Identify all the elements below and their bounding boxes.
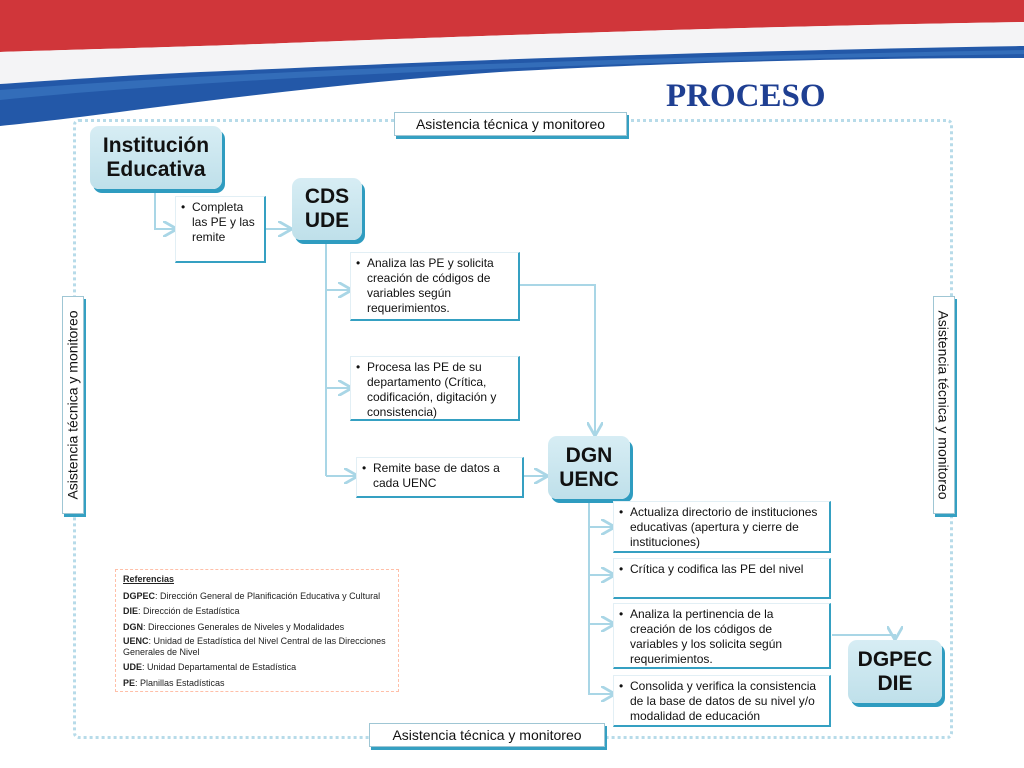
step-actualiza: • Actualiza directorio de instituciones …: [613, 501, 831, 553]
step-line: requerimientos.: [630, 652, 713, 666]
reference-text: : Direcciones Generales de Niveles y Mod…: [143, 621, 345, 632]
step-line: las PE y las: [192, 215, 255, 229]
entity-label-line: CDS: [304, 185, 350, 208]
bullet: •: [356, 256, 361, 270]
reference-key: DGN: [123, 621, 143, 632]
reference-text: : Dirección de Estadística: [138, 606, 240, 616]
connector-ie-cds: [154, 190, 175, 229]
connector-analiza-dgn: [520, 284, 595, 434]
step-completa: • Completa las PE y las remite: [175, 196, 266, 263]
reference-key: DIE: [123, 606, 139, 616]
entity-dgpec-die: DGPEC DIE: [848, 640, 942, 703]
entity-cds-ude: CDS UDE: [292, 178, 362, 240]
bullet: •: [619, 679, 624, 693]
step-line: de la base de datos de su nivel y/o: [630, 694, 815, 708]
banner-blue-highlight: [0, 50, 1024, 100]
references-box: Referencias DGPEC: Dirección General de …: [115, 569, 399, 692]
reference-item: UDE: Unidad Departamental de Estadística: [123, 661, 391, 674]
reference-key: UDE: [123, 662, 143, 672]
step-line: variables y los solicita según: [630, 637, 783, 651]
step-line: instituciones): [630, 535, 701, 549]
step-line: variables según: [367, 286, 452, 300]
step-line: codificación, digitación y: [367, 390, 497, 404]
reference-text: : Planillas Estadísticas: [135, 677, 225, 688]
references-title: Referencias: [123, 574, 175, 584]
connector-pertinencia-dgpec: [832, 635, 895, 638]
step-line: Remite base de datos a: [373, 461, 500, 475]
step-line: cada UENC: [373, 476, 437, 490]
frame-label-left-text: Asistencia técnica y monitoreo: [65, 310, 81, 500]
frame-label-top: Asistencia técnica y monitoreo: [394, 112, 627, 136]
step-line: Procesa las PE de su: [367, 360, 482, 374]
entity-label-line: DGPEC: [857, 647, 933, 671]
step-line: Crítica y codifica las PE del nivel: [630, 562, 804, 576]
reference-text: : Unidad de Estadística del Nivel Centra…: [123, 636, 386, 657]
step-line: Completa: [192, 200, 244, 214]
entity-institucion-educativa: Institución Educativa: [90, 126, 222, 189]
reference-text: : Dirección General de Planificación Edu…: [155, 590, 381, 601]
frame-label-right-text: Asistencia técnica y monitoreo: [936, 310, 952, 500]
step-line: consistencia): [367, 405, 438, 419]
banner-white-stripe: [0, 22, 1024, 84]
step-line: departamento (Crítica,: [367, 375, 487, 389]
step-pertinencia: • Analiza la pertinencia de la creación …: [613, 603, 831, 669]
entity-label-line: UDE: [304, 209, 350, 232]
banner-red-stripe: [0, 0, 1024, 52]
reference-text: : Unidad Departamental de Estadística: [142, 662, 297, 672]
step-line: modalidad de educación: [630, 709, 761, 723]
frame-label-bottom: Asistencia técnica y monitoreo: [369, 723, 605, 747]
step-line: creación de códigos de: [367, 271, 491, 285]
step-line: creación de los códigos de: [630, 622, 773, 636]
reference-item: DGN: Direcciones Generales de Niveles y …: [123, 621, 391, 634]
entity-label-line: DGN: [565, 443, 613, 467]
entity-label-line: DIE: [877, 671, 913, 695]
bullet: •: [619, 505, 624, 519]
bullet: •: [619, 607, 624, 621]
step-line: educativas (apertura y cierre de: [630, 520, 799, 534]
step-critica: • Crítica y codifica las PE del nivel: [613, 558, 831, 599]
step-line: Analiza las PE y solicita: [367, 256, 494, 270]
entity-label-line: Institución: [102, 133, 210, 157]
step-line: remite: [192, 230, 226, 244]
reference-item: DIE: Dirección de Estadística: [123, 605, 391, 618]
step-remite: • Remite base de datos a cada UENC: [356, 457, 524, 498]
reference-item: PE: Planillas Estadísticas: [123, 677, 391, 690]
step-line: Actualiza directorio de instituciones: [630, 505, 818, 519]
entity-label-line: Educativa: [106, 157, 206, 181]
step-consolida: • Consolida y verifica la consistencia d…: [613, 675, 831, 727]
step-line: requerimientos.: [367, 301, 450, 315]
bullet: •: [619, 562, 624, 576]
step-line: Consolida y verifica la consistencia: [630, 679, 817, 693]
reference-item: UENC: Unidad de Estadística del Nivel Ce…: [123, 636, 391, 658]
bullet: •: [356, 360, 361, 374]
frame-label-left: Asistencia técnica y monitoreo: [62, 296, 84, 514]
reference-item: DGPEC: Dirección General de Planificació…: [123, 590, 391, 603]
reference-key: DGPEC: [123, 590, 156, 601]
frame-label-right: Asistencia técnica y monitoreo: [933, 296, 955, 514]
entity-label-line: UENC: [559, 467, 619, 491]
page-title: PROCESO: [666, 78, 826, 114]
bullet: •: [181, 200, 186, 214]
step-line: Analiza la pertinencia de la: [630, 607, 774, 621]
entity-dgn-uenc: DGN UENC: [548, 436, 630, 499]
step-analiza: • Analiza las PE y solicita creación de …: [350, 252, 520, 321]
reference-key: UENC: [123, 636, 149, 646]
flag-banner: [0, 0, 1024, 126]
step-procesa: • Procesa las PE de su departamento (Crí…: [350, 356, 520, 421]
bullet: •: [362, 461, 367, 475]
reference-key: PE: [123, 677, 136, 688]
